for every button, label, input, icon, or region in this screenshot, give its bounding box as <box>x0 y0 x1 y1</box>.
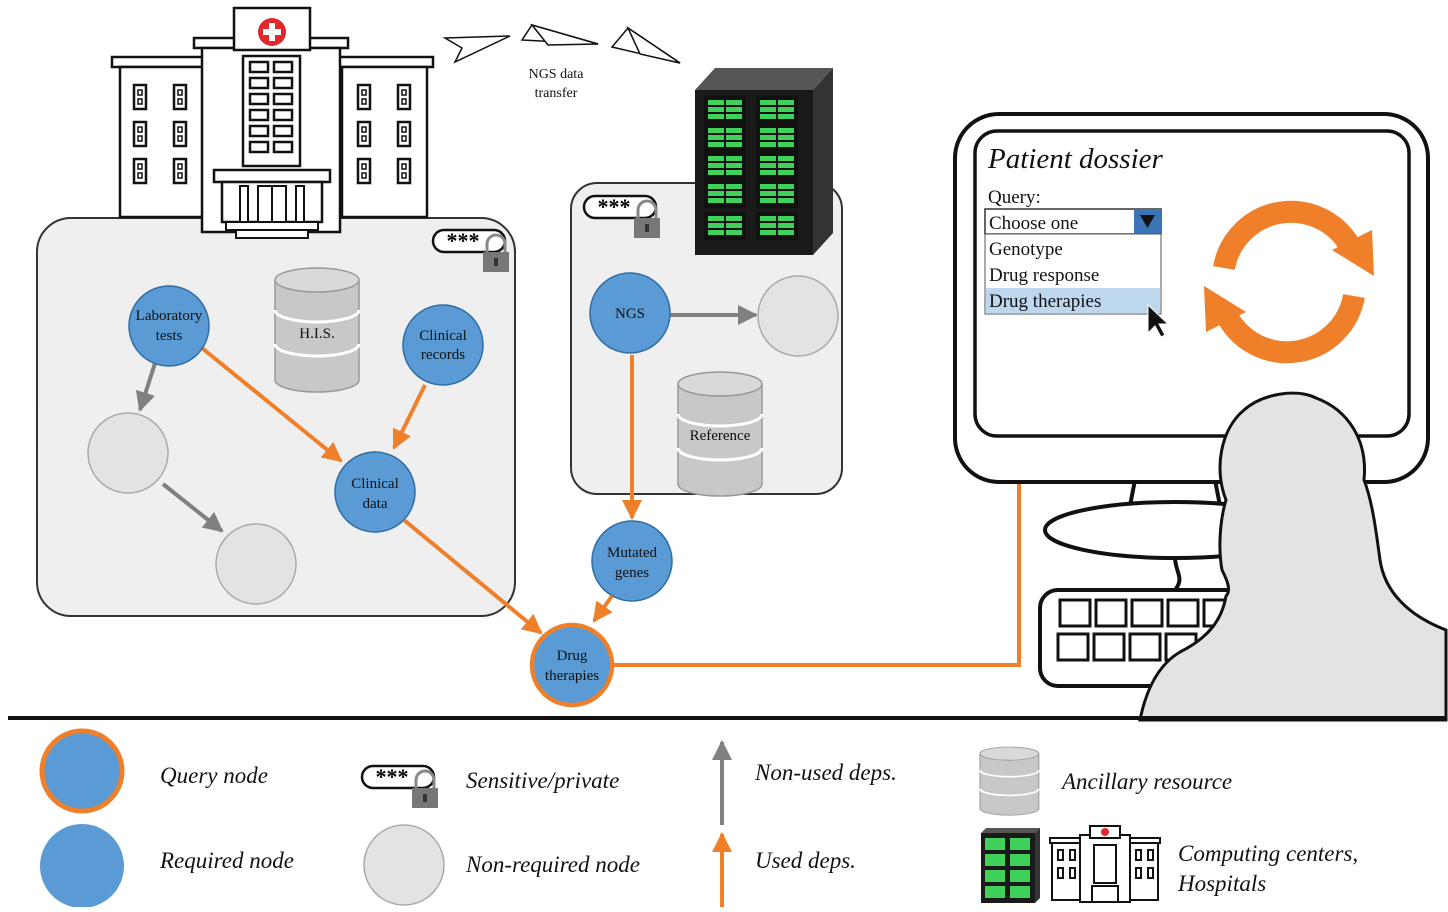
hospital-edges <box>135 342 427 533</box>
reference-database-icon: Reference <box>676 370 764 498</box>
lab-tests-label-1: Laboratory <box>136 308 203 324</box>
lab-tests-label-2: tests <box>156 328 183 344</box>
drug-therapies-label-2: therapies <box>545 668 599 684</box>
server-rack-small-icon <box>981 828 1040 903</box>
legend: Query node Required node *** Sensitive/p… <box>39 728 1358 908</box>
legend-non-used-deps: Non-used deps. <box>712 740 897 825</box>
his-database-icon: H.I.S. <box>273 266 361 394</box>
legend-used-deps: Used deps. <box>712 832 856 907</box>
reference-label: Reference <box>690 428 751 444</box>
mutated-genes-label-1: Mutated <box>607 545 657 561</box>
node-clinical-data: Clinical data <box>334 451 416 533</box>
transfer-label-2: transfer <box>535 86 578 101</box>
database-icon <box>978 745 1040 817</box>
clinical-data-label-1: Clinical <box>351 476 399 492</box>
edge-lab-to-node1 <box>135 356 159 412</box>
option-drug-therapies-label: Drug therapies <box>989 291 1101 312</box>
query-label: Query: <box>988 187 1041 208</box>
legend-non-required-node-label: Non-required node <box>465 852 640 877</box>
node-non-required-3 <box>757 275 839 357</box>
option-genotype[interactable]: Genotype <box>989 239 1063 260</box>
clinical-records-label-1: Clinical <box>419 328 467 344</box>
legend-ancillary: Ancillary resource <box>978 745 1232 817</box>
server-rack-icon <box>695 68 833 255</box>
hospital-building-icon <box>110 6 435 239</box>
edge-records-to-clinical-data <box>392 384 427 450</box>
legend-computing: Computing centers, Hospitals <box>981 825 1358 903</box>
lock-text: *** <box>447 228 480 253</box>
option-drug-therapies[interactable]: Drug therapies <box>986 288 1160 313</box>
node-clinical-records: Clinical records <box>402 304 484 386</box>
lock-text: *** <box>376 764 409 789</box>
lock-text: *** <box>598 194 631 219</box>
clinical-data-label-2: data <box>363 496 388 512</box>
chevron-down-icon[interactable] <box>1134 209 1161 234</box>
ngs-label: NGS <box>615 306 645 322</box>
lock-icon: *** <box>360 764 440 810</box>
legend-required-node-label: Required node <box>159 848 294 873</box>
legend-required-node: Required node <box>40 824 294 908</box>
option-drug-response-label: Drug response <box>989 265 1099 286</box>
legend-used-deps-label: Used deps. <box>755 848 856 873</box>
legend-ancillary-label: Ancillary resource <box>1060 769 1232 794</box>
legend-non-required-node: Non-required node <box>363 824 640 906</box>
node-mutated-genes: Mutated genes <box>591 520 673 602</box>
paper-plane-icon <box>442 23 681 64</box>
dossier-title: Patient dossier <box>987 143 1164 175</box>
hospital-small-icon <box>1049 825 1161 903</box>
legend-computing-label-2: Hospitals <box>1177 871 1266 896</box>
edge-lab-to-clinical-data <box>195 342 343 463</box>
edge-node1-to-node2 <box>161 482 224 533</box>
legend-sensitive-label: Sensitive/private <box>466 768 619 793</box>
option-drug-response[interactable]: Drug response <box>989 265 1099 286</box>
node-drug-therapies: Drug therapies <box>529 622 615 708</box>
patient-dossier-window: Patient dossier Query: Choose one Genoty… <box>984 143 1374 364</box>
edge-mutated-to-drug <box>592 594 614 623</box>
his-label: H.I.S. <box>299 326 334 342</box>
legend-non-used-deps-label: Non-used deps. <box>754 760 897 785</box>
mutated-genes-label-2: genes <box>615 565 649 581</box>
dropdown-value: Choose one <box>989 213 1078 234</box>
legend-query-node-label: Query node <box>160 763 268 788</box>
clinical-records-label-2: records <box>421 347 465 363</box>
person-silhouette <box>1138 391 1448 722</box>
edge-clinical-to-drug <box>402 518 543 635</box>
mouse-cursor-icon <box>1147 303 1170 338</box>
dropdown-list: Genotype Drug response Drug therapies <box>984 233 1162 315</box>
compute-lock-icon: *** <box>582 194 662 240</box>
legend-sensitive: *** Sensitive/private <box>360 764 619 810</box>
node-ngs: NGS <box>589 272 671 354</box>
transfer-label-1: NGS data <box>529 67 585 82</box>
drug-therapies-label-1: Drug <box>557 648 588 664</box>
red-cross-icon <box>1101 828 1109 836</box>
legend-query-node: Query node <box>39 728 268 814</box>
option-genotype-label: Genotype <box>989 239 1063 260</box>
node-non-required-2 <box>215 523 297 605</box>
query-dropdown[interactable]: Choose one <box>984 208 1162 235</box>
node-laboratory-tests: Laboratory tests <box>128 285 210 367</box>
refresh-icon[interactable] <box>1204 200 1374 364</box>
hospital-lock-icon: *** <box>431 228 511 274</box>
node-non-required-1 <box>87 412 169 494</box>
legend-computing-label-1: Computing centers, <box>1178 841 1358 866</box>
